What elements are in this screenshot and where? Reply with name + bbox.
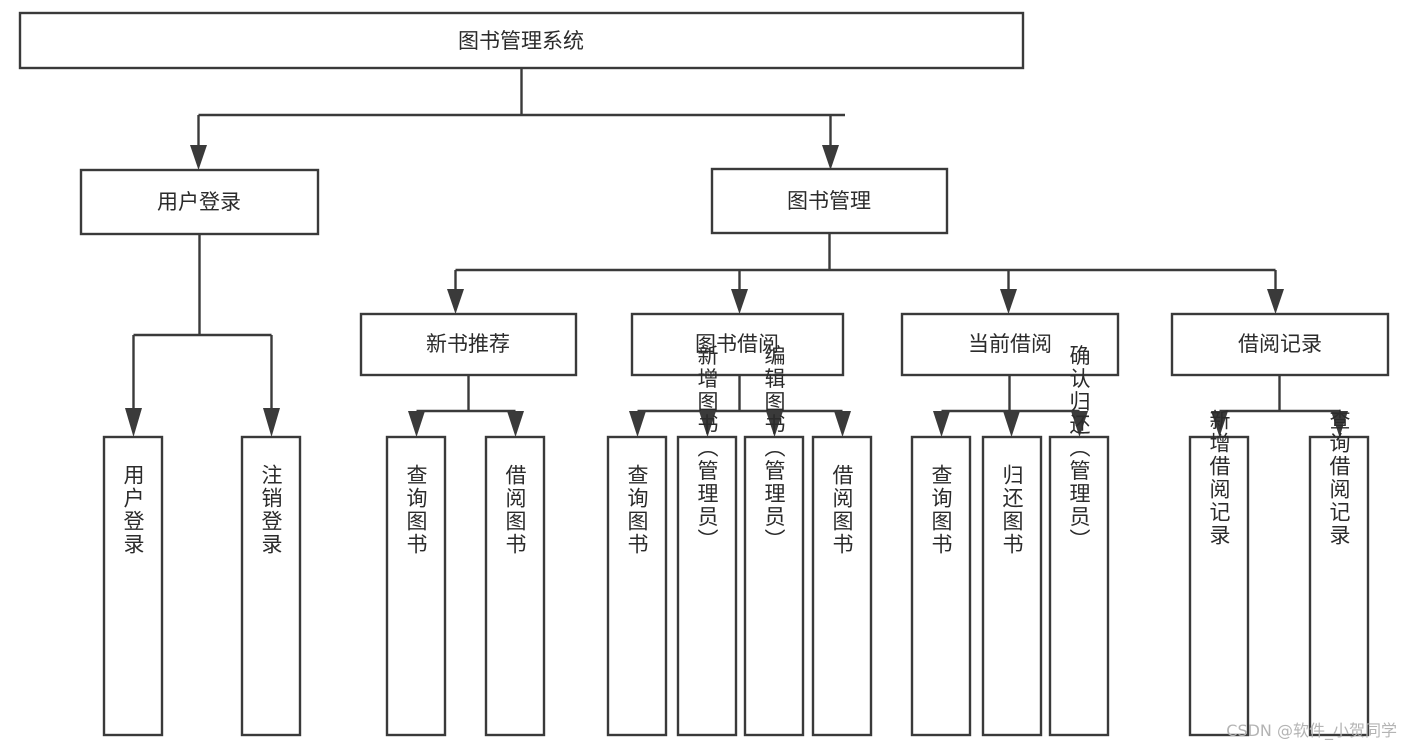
node-book-borrow-box[interactable] xyxy=(630,312,845,377)
node-borrow-record-label: 借阅记录 xyxy=(1238,332,1322,356)
leaf-br-add-record-label: 新增借阅记录 xyxy=(1207,409,1231,547)
arrow-br-leaf-1 xyxy=(1211,411,1228,437)
arrow-to-book-borrow xyxy=(731,289,748,314)
leaf-nbr-borrow-book[interactable]: 借阅图书 xyxy=(484,435,546,737)
node-root-label: 图书管理系统 xyxy=(458,29,584,53)
arrow-logout-leaf xyxy=(263,408,280,437)
connector-group-borrow-record xyxy=(1211,375,1348,437)
connector-group-book-borrow xyxy=(629,375,851,437)
arrow-cb-leaf-2 xyxy=(1003,411,1020,437)
arrow-bb-leaf-1 xyxy=(629,411,646,437)
leaf-nbr-query-book-label: 查询图书 xyxy=(404,464,428,556)
arrow-nbr-leaf-2 xyxy=(507,411,524,437)
arrow-bb-leaf-3 xyxy=(766,411,783,437)
leaf-cb-confirm-return-box[interactable] xyxy=(1048,435,1110,737)
leaf-cb-query-book-label: 查询图书 xyxy=(929,464,953,556)
node-root-box[interactable] xyxy=(18,11,1025,70)
arrow-br-leaf-2 xyxy=(1331,411,1348,437)
node-user-login-label: 用户登录 xyxy=(157,190,241,214)
leaf-cb-return-book-label: 归还图书 xyxy=(1000,464,1024,556)
arrow-to-book-mgmt xyxy=(822,145,839,170)
leaf-cb-query-book[interactable]: 查询图书 xyxy=(910,435,972,737)
node-book-management-label: 图书管理 xyxy=(787,189,871,213)
node-book-management-box[interactable] xyxy=(710,167,949,235)
leaf-nbr-query-book[interactable]: 查询图书 xyxy=(385,435,447,737)
node-new-book-recommend-box[interactable] xyxy=(359,312,578,377)
arrow-cb-leaf-1 xyxy=(933,411,950,437)
arrow-to-current-borrow xyxy=(1000,289,1017,314)
leaf-user-login[interactable]: 用户登录 xyxy=(102,435,164,737)
arrow-to-new-book-rec xyxy=(447,289,464,314)
arrow-user-login-leaf xyxy=(125,408,142,437)
connector-group-new-book-rec xyxy=(408,375,524,437)
leaf-bb-edit-book-label: 编辑图书（管理员） xyxy=(762,345,786,552)
node-current-borrow-label: 当前借阅 xyxy=(968,332,1052,356)
node-borrow-record[interactable]: 借阅记录 xyxy=(1170,312,1390,377)
leaf-nbr-query-book-box[interactable] xyxy=(385,435,447,737)
connector-group-root xyxy=(190,68,845,170)
arrow-cb-leaf-3 xyxy=(1071,411,1088,437)
leaf-cb-confirm-return-label: 确认归还（管理员） xyxy=(1067,345,1091,552)
leaf-bb-add-book-label: 新增图书（管理员） xyxy=(695,345,719,552)
leaf-cb-return-book[interactable]: 归还图书 xyxy=(981,435,1043,737)
leaf-br-add-record-box[interactable] xyxy=(1188,435,1250,737)
leaf-bb-add-book[interactable]: 新增图书（管理员） xyxy=(676,345,738,737)
node-book-management[interactable]: 图书管理 xyxy=(710,167,949,235)
arrow-to-borrow-record xyxy=(1267,289,1284,314)
node-user-login-box[interactable] xyxy=(79,168,320,236)
leaf-user-login-box[interactable] xyxy=(102,435,164,737)
leaf-cb-confirm-return[interactable]: 确认归还（管理员） xyxy=(1048,345,1110,737)
node-root[interactable]: 图书管理系统 xyxy=(18,11,1025,70)
leaf-br-add-record[interactable]: 新增借阅记录 xyxy=(1188,409,1250,737)
arrow-bb-leaf-2 xyxy=(699,411,716,437)
connector-group-current-borrow xyxy=(933,375,1088,437)
leaf-bb-query-book-label: 查询图书 xyxy=(625,464,649,556)
leaf-bb-query-book-box[interactable] xyxy=(606,435,668,737)
leaf-logout[interactable]: 注销登录 xyxy=(240,435,302,737)
leaf-bb-borrow-book[interactable]: 借阅图书 xyxy=(811,435,873,737)
node-book-borrow-label: 图书借阅 xyxy=(695,332,779,356)
node-current-borrow[interactable]: 当前借阅 xyxy=(900,312,1120,377)
leaf-bb-borrow-book-label: 借阅图书 xyxy=(830,464,854,556)
node-book-borrow[interactable]: 图书借阅 xyxy=(630,312,845,377)
node-user-login[interactable]: 用户登录 xyxy=(79,168,320,236)
connector-group-book-mgmt xyxy=(447,233,1284,314)
leaf-br-query-record-box[interactable] xyxy=(1308,435,1370,737)
leaf-bb-add-book-box[interactable] xyxy=(676,435,738,737)
arrow-to-user-login xyxy=(190,145,207,170)
leaf-logout-box[interactable] xyxy=(240,435,302,737)
arrow-bb-leaf-4 xyxy=(834,411,851,437)
leaf-br-query-record[interactable]: 查询借阅记录 xyxy=(1308,409,1370,737)
csdn-watermark: CSDN @软件_小贺同学 xyxy=(1226,721,1397,740)
leaf-bb-edit-book-box[interactable] xyxy=(743,435,805,737)
leaf-user-login-label: 用户登录 xyxy=(121,464,145,556)
node-new-book-recommend-label: 新书推荐 xyxy=(426,332,510,356)
node-new-book-recommend[interactable]: 新书推荐 xyxy=(359,312,578,377)
leaf-logout-label: 注销登录 xyxy=(259,464,283,556)
connector-group-user-login xyxy=(125,234,280,437)
node-current-borrow-box[interactable] xyxy=(900,312,1120,377)
leaf-bb-query-book[interactable]: 查询图书 xyxy=(606,435,668,737)
leaf-nbr-borrow-book-box[interactable] xyxy=(484,435,546,737)
node-borrow-record-box[interactable] xyxy=(1170,312,1390,377)
leaf-nbr-borrow-book-label: 借阅图书 xyxy=(503,464,527,556)
leaf-bb-edit-book[interactable]: 编辑图书（管理员） xyxy=(743,345,805,737)
arrow-nbr-leaf-1 xyxy=(408,411,425,437)
leaf-bb-borrow-book-box[interactable] xyxy=(811,435,873,737)
leaf-cb-query-book-box[interactable] xyxy=(910,435,972,737)
leaf-br-query-record-label: 查询借阅记录 xyxy=(1327,409,1351,547)
leaf-cb-return-book-box[interactable] xyxy=(981,435,1043,737)
